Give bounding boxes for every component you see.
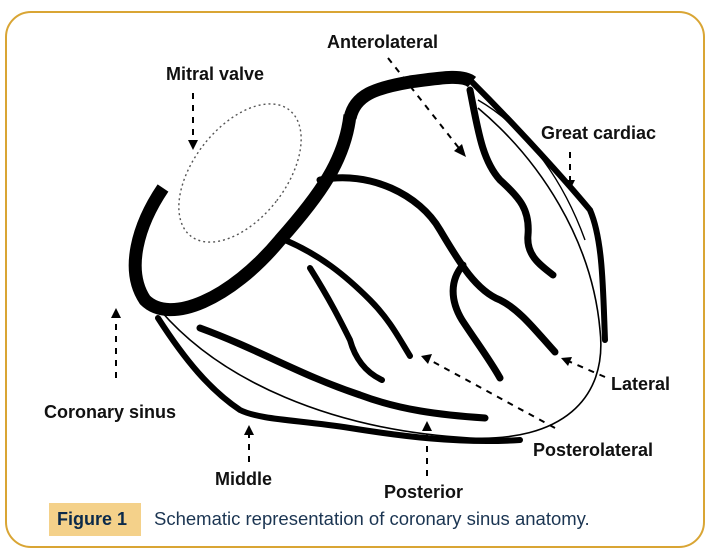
label-anterolateral: Anterolateral [327, 32, 438, 52]
heart-outline [160, 108, 601, 438]
arrowhead-posterior [422, 421, 432, 431]
figure-caption-text: Schematic representation of coronary sin… [154, 508, 590, 530]
arrowhead-anterolateral [454, 144, 466, 157]
label-posterolateral: Posterolateral [533, 440, 653, 460]
label-coronary-sinus: Coronary sinus [44, 402, 176, 422]
label-middle: Middle [215, 469, 272, 489]
figure-caption: Figure 1 Schematic representation of cor… [49, 502, 590, 536]
figure-tag: Figure 1 [49, 503, 141, 536]
posterolateral-subbranch [310, 268, 382, 380]
great-cardiac-vessel [350, 77, 472, 118]
label-posterior: Posterior [384, 482, 463, 500]
arrowhead-middle [244, 425, 254, 435]
arrowhead-mitral-valve [188, 140, 198, 150]
label-great-cardiac: Great cardiac [541, 123, 656, 143]
label-lateral: Lateral [611, 374, 670, 394]
coronary-sinus-diagram: Anterolateral Mitral valve Great cardiac… [0, 0, 716, 500]
label-mitral-valve: Mitral valve [166, 64, 264, 84]
anterolateral-branch [470, 90, 553, 275]
arrowhead-posterolateral [421, 354, 432, 364]
posterior-branch [200, 328, 485, 418]
mitral-valve-ring [154, 82, 325, 265]
arrowhead-coronary-sinus [111, 308, 121, 318]
pointer-arrows [116, 58, 605, 476]
